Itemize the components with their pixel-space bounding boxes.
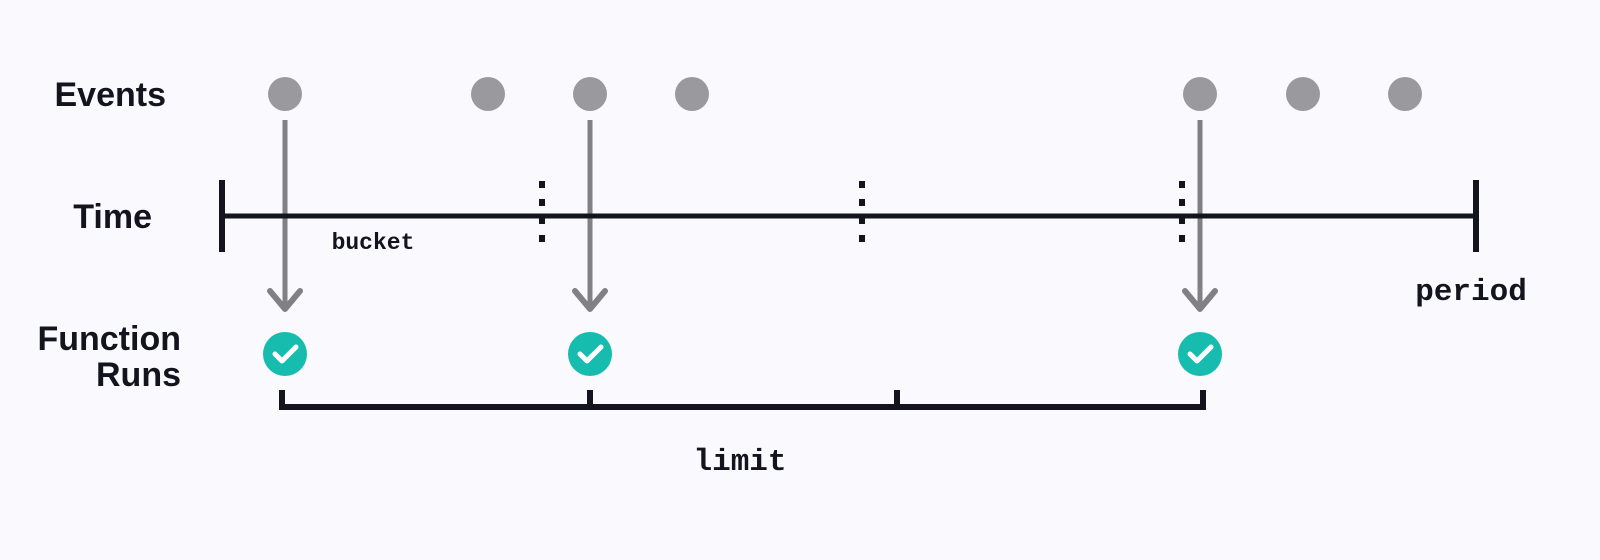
check-icon: [1187, 344, 1214, 364]
function-runs-track: [263, 332, 1222, 376]
function-runs-row-label-line2: Runs: [96, 356, 181, 394]
check-icon: [272, 344, 299, 364]
event-dot[interactable]: [1183, 77, 1217, 111]
arrow-head-icon: [267, 288, 303, 312]
check-icon: [577, 344, 604, 364]
function-run-success[interactable]: [568, 332, 612, 376]
run-status-circle: [568, 332, 612, 376]
trigger-arrow: [267, 120, 303, 312]
time-axis: [219, 180, 1479, 252]
run-status-circle: [263, 332, 307, 376]
bucket-label: bucket: [332, 230, 415, 256]
limit-bracket: [279, 390, 1206, 410]
event-dot[interactable]: [675, 77, 709, 111]
period-label: period: [1415, 275, 1527, 310]
event-dot[interactable]: [268, 77, 302, 111]
function-runs-row-label-line1: Function: [37, 320, 181, 358]
trigger-arrow: [572, 120, 608, 312]
arrow-head-icon: [1182, 288, 1218, 312]
limit-bracket-path: [279, 390, 1206, 410]
events-row-label: Events: [55, 76, 167, 114]
arrow-head-icon: [572, 288, 608, 312]
event-dot[interactable]: [573, 77, 607, 111]
event-dot[interactable]: [471, 77, 505, 111]
function-run-success[interactable]: [263, 332, 307, 376]
limit-label: limit: [693, 445, 786, 480]
event-dot[interactable]: [1286, 77, 1320, 111]
run-status-circle: [1178, 332, 1222, 376]
event-dot[interactable]: [1388, 77, 1422, 111]
function-run-success[interactable]: [1178, 332, 1222, 376]
time-row-label: Time: [73, 198, 152, 236]
events-track: [268, 77, 1422, 111]
trigger-arrows: [267, 120, 1218, 312]
trigger-arrow: [1182, 120, 1218, 312]
